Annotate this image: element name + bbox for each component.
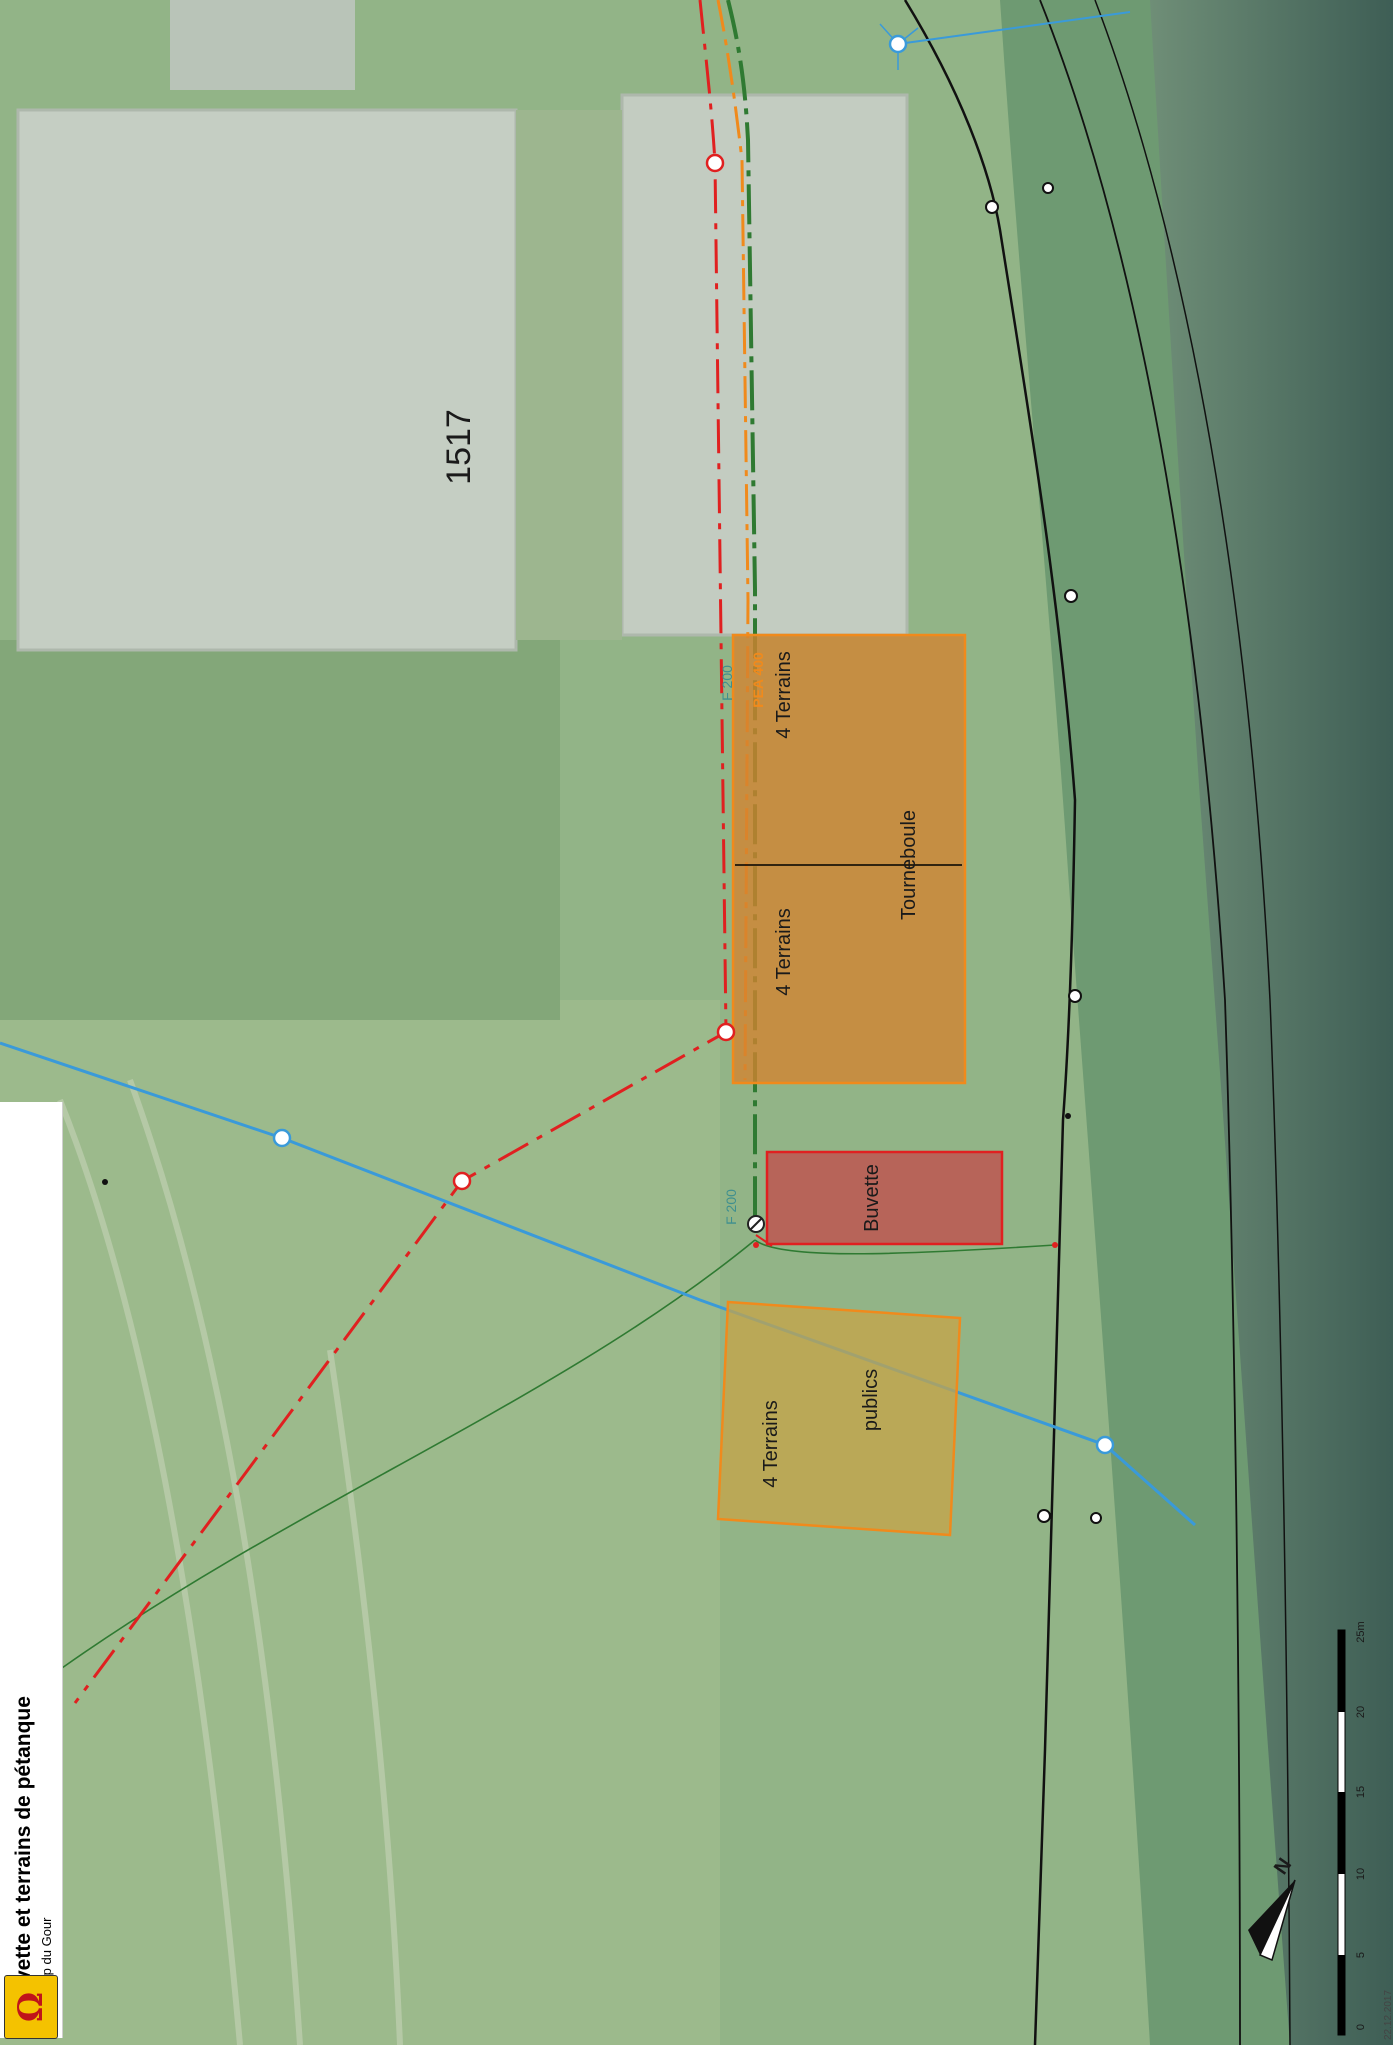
scale-seg-1 — [1338, 1955, 1345, 2035]
line-label-pea: PEA 400 — [750, 652, 766, 708]
north-arrow: N — [1248, 1854, 1296, 1962]
water-node-2 — [1095, 1435, 1115, 1455]
tennis-court-right — [620, 93, 909, 637]
scale-tick-20: 20 — [1355, 1706, 1367, 1718]
road-node-4 — [1065, 1113, 1071, 1119]
zone-label-terrains-publics-line2: publics — [860, 1369, 882, 1431]
road-outer-line-1 — [1039, 0, 1241, 2045]
municipality-logo-emblem: Ω — [11, 1991, 51, 2023]
zone-buvette — [765, 1150, 1004, 1246]
map-title: Buvette et terrains de pétanque — [12, 1696, 35, 2010]
zone-terrains-tourneboule — [731, 633, 967, 1085]
sewer-node-3 — [452, 1171, 472, 1191]
field-tracks — [57, 1078, 403, 2045]
water-line-main — [0, 1041, 1196, 1527]
buvette-red-point-2 — [1052, 1242, 1058, 1248]
field-area — [0, 1000, 720, 2045]
thin-green-line — [61, 1239, 756, 1669]
power-line — [716, 0, 750, 1081]
scale-tick-0: 0 — [1355, 2024, 1367, 2030]
zone-label-terrains-right: 4 Terrains — [773, 651, 795, 738]
scale-tick-15: 15 — [1355, 1786, 1367, 1798]
north-arrow-dark-half — [1248, 1880, 1295, 1955]
point-marker-1 — [1042, 182, 1054, 194]
municipality-logo: Ω — [4, 1975, 58, 2039]
parcel-number: 1517 — [440, 409, 478, 485]
footer-date: 22.12.2017 — [1383, 1989, 1393, 2040]
zone-terrains-publics — [716, 1300, 962, 1537]
water-node-3 — [888, 34, 908, 54]
thin-green-connector — [754, 1239, 1056, 1255]
scale-seg-5 — [1338, 1630, 1345, 1712]
buvette-red-point-1 — [753, 1242, 759, 1248]
title-panel — [0, 1102, 63, 2038]
road-node-5 — [1037, 1509, 1051, 1523]
line-label-f200-lower: F 200 — [723, 1189, 739, 1225]
sewer-line — [73, 0, 728, 1704]
court-gap — [516, 110, 622, 640]
point-marker-2 — [1090, 1512, 1102, 1524]
scale-seg-3 — [1338, 1792, 1345, 1874]
top-building — [170, 0, 355, 90]
zone-label-terrains-publics-line1: 4 Terrains — [760, 1400, 782, 1487]
line-label-f200-upper: F 200 — [719, 665, 735, 701]
gas-line — [726, 0, 757, 1230]
scale-tick-25m: 25m — [1355, 1621, 1367, 1642]
north-arrow-light-half — [1258, 1879, 1296, 1962]
scale-tick-10: 10 — [1355, 1868, 1367, 1880]
point-marker-3 — [102, 1179, 108, 1185]
gas-valve-slash — [749, 1217, 763, 1231]
hedge-area — [0, 640, 560, 1020]
zone-label-tourneboule: Tourneboule — [898, 810, 920, 920]
tennis-court-left — [16, 108, 518, 652]
water-line-top — [897, 11, 1131, 45]
water-node-1 — [272, 1128, 292, 1148]
scale-tick-5: 5 — [1355, 1952, 1367, 1958]
scale-bar: 0 5 10 15 20 25m — [1337, 1621, 1367, 2036]
sewer-node-1 — [705, 153, 725, 173]
road-node-1 — [985, 200, 999, 214]
road-outer-line-2 — [1094, 0, 1291, 2045]
road-node-3 — [1068, 989, 1082, 1003]
road-node-2 — [1064, 589, 1078, 603]
zone-label-terrains-left: 4 Terrains — [773, 908, 795, 995]
sewer-node-2 — [716, 1022, 736, 1042]
zone-label-buvette: Buvette — [861, 1164, 883, 1232]
road-edge-line — [903, 0, 1077, 2045]
